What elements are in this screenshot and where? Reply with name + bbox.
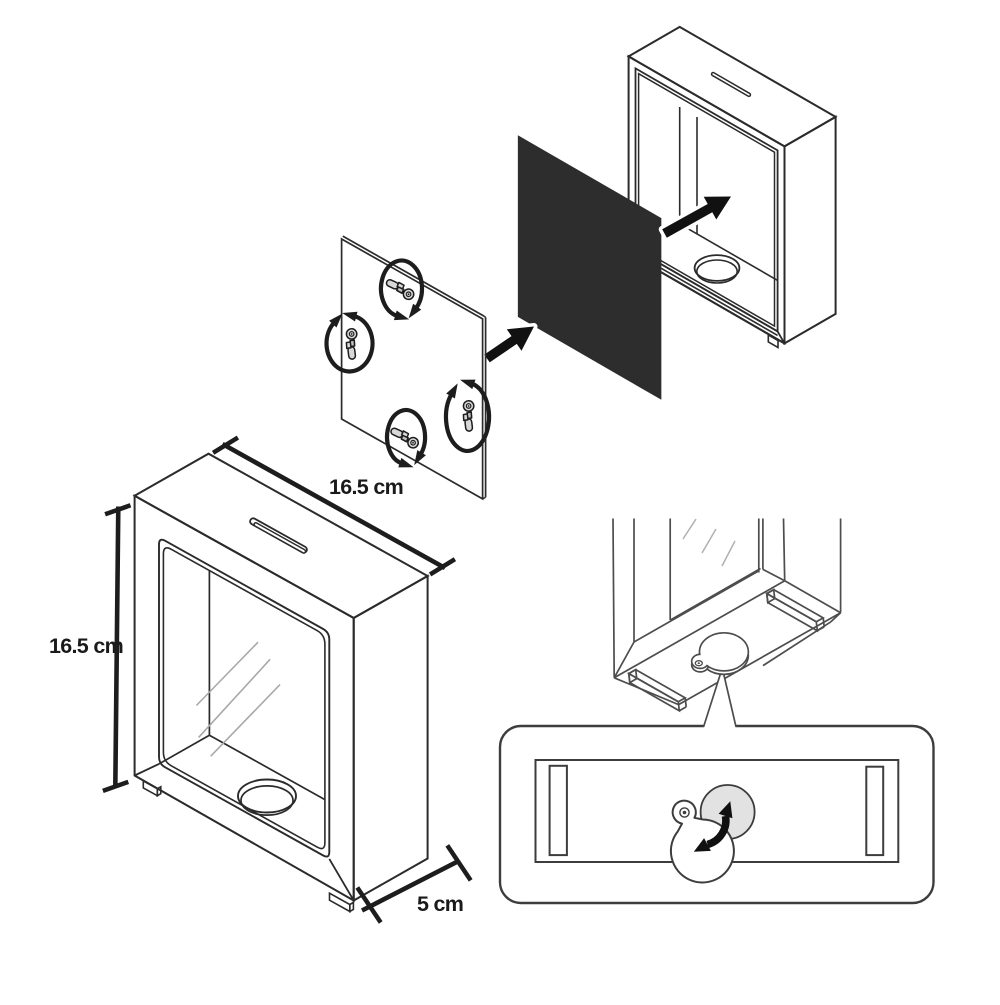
svg-text:5 cm: 5 cm [417,892,463,916]
svg-text:16.5 cm: 16.5 cm [329,475,403,499]
svg-text:16.5 cm: 16.5 cm [49,634,123,658]
